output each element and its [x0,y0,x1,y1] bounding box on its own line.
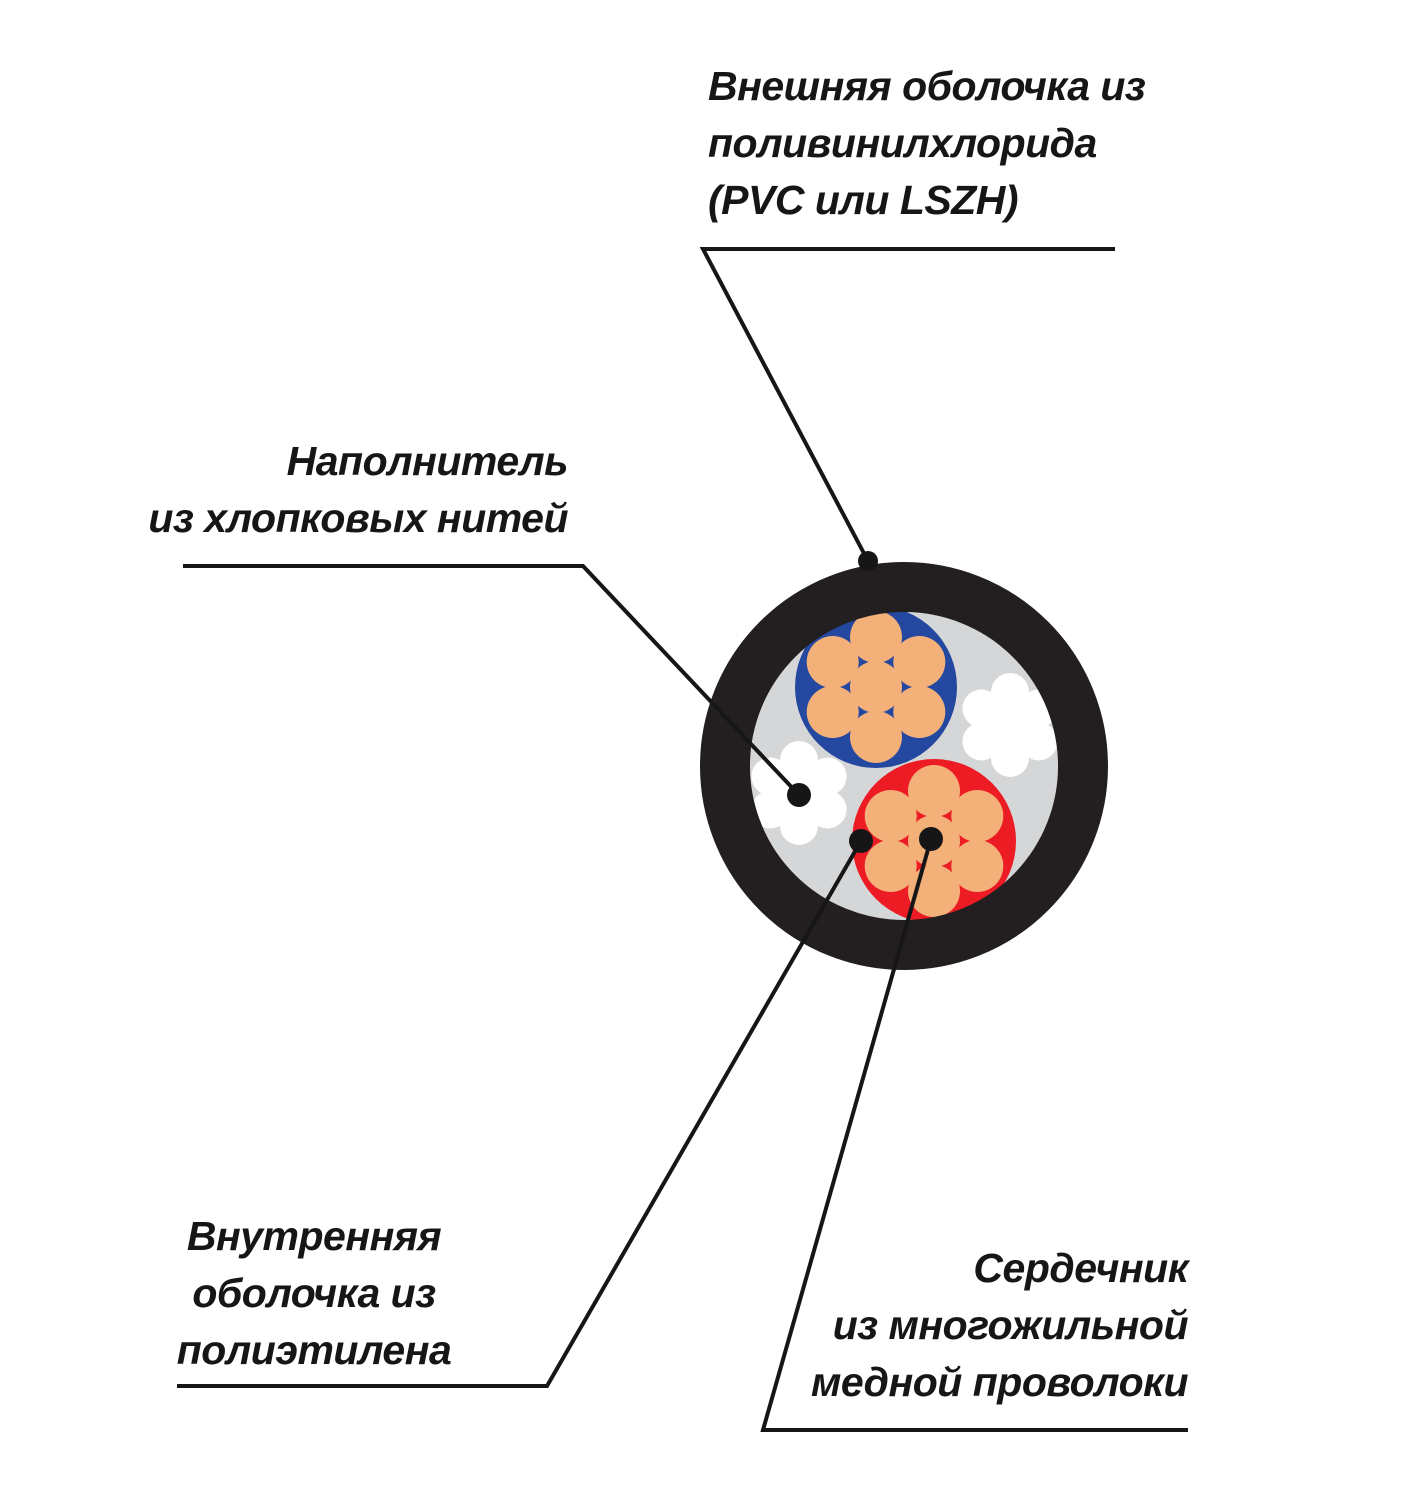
leader-line-inner-sheath [177,840,863,1388]
label-inner-sheath: Внутренняя оболочка из полиэтилена [164,1208,464,1379]
copper-strand [893,686,946,738]
cotton-filler-strand [991,739,1029,777]
cotton-filler-strand [991,706,1029,744]
cotton-filler-strand [780,741,818,779]
cotton-filler-strand [962,689,1001,728]
cotton-filler-strand [1019,722,1058,761]
copper-strand [850,711,902,763]
copper-strand [951,790,1004,842]
label-inner-sheath-line-3: полиэтилена [176,1327,452,1373]
label-copper-core: Сердечник из многожильной медной проволо… [811,1240,1188,1411]
copper-strand [951,840,1004,892]
copper-strand [850,661,902,713]
cotton-filler-strand [751,790,790,829]
copper-strand [806,636,859,688]
cotton-filler-strand [808,790,847,829]
copper-strand [893,636,946,688]
leader-line-cotton-filler [183,564,801,797]
copper-strand [908,765,960,817]
copper-strand [864,790,917,842]
leader-line-outer-sheath [699,247,1115,562]
label-inner-sheath-line-1: Внутренняя [186,1213,442,1259]
copper-strand [850,611,902,663]
outer-sheath-pvc [700,562,1108,970]
label-copper-core-line-3: медной проволоки [811,1359,1188,1405]
copper-strand [806,686,859,738]
copper-strand [864,840,917,892]
cotton-filler-strand [962,722,1001,761]
label-copper-core-line-2: из многожильной [832,1302,1189,1348]
label-cotton-filler-line-2: из хлопковых нитей [148,495,568,541]
cotton-filler-strand [751,757,790,796]
label-outer-sheath-line-3: (PVC или LSZH) [708,177,1019,223]
cotton-filler-strand [991,673,1029,711]
leader-dot-inner-sheath [849,829,873,853]
cotton-filler-strand [808,757,847,796]
leader-dot-outer-sheath [858,551,878,571]
label-copper-core-line-1: Сердечник [973,1245,1188,1291]
label-outer-sheath-line-1: Внешняя оболочка из [708,63,1146,109]
leader-dot-cotton-filler [787,783,811,807]
leader-dot-copper-core [919,827,943,851]
label-cotton-filler: Наполнитель из хлопковых нитей [148,433,568,547]
label-inner-sheath-line-2: оболочка из [192,1270,436,1316]
leader-line-copper-core [760,838,1188,1432]
label-cotton-filler-line-1: Наполнитель [286,438,569,484]
label-outer-sheath-line-2: поливинилхлорида [708,120,1097,166]
label-outer-sheath: Внешняя оболочка из поливинилхлорида (PV… [708,58,1146,229]
cotton-filler-strand [780,807,818,845]
